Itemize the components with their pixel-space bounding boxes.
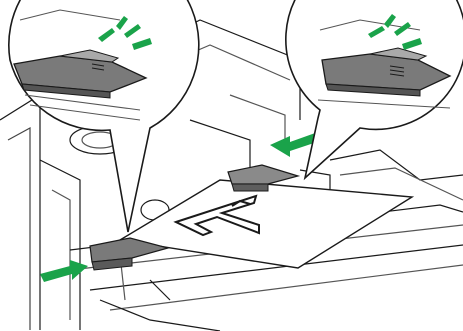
illustration bbox=[0, 0, 463, 331]
